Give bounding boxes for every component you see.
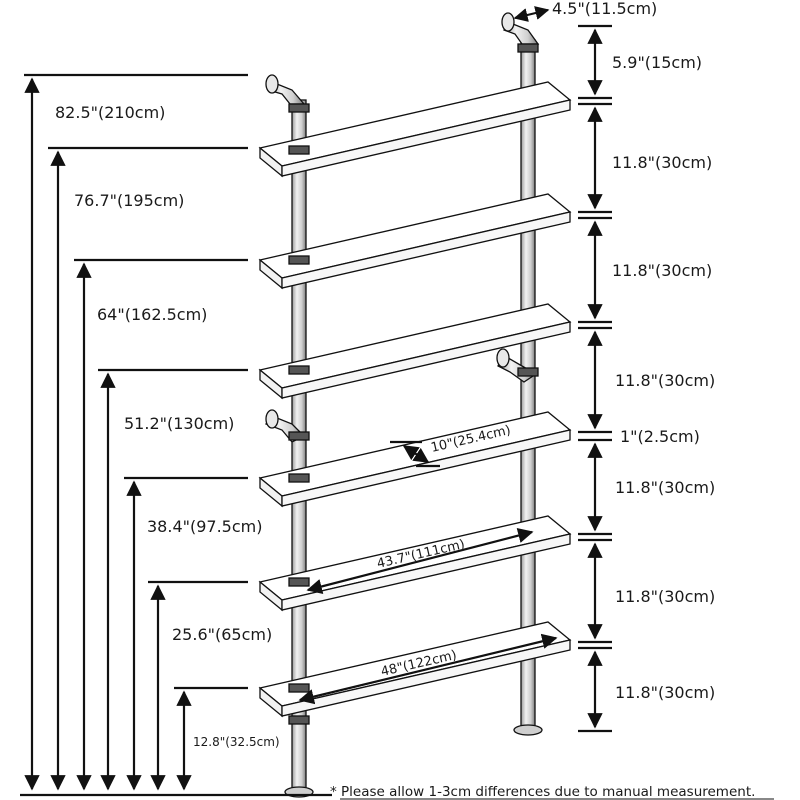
height-label-76-7: 76.7"(195cm) [74,191,184,210]
shelf-3 [258,303,572,400]
wall-bracket-top-back [501,12,540,53]
spacing-dimensions [578,24,612,733]
shelf-2 [258,193,572,290]
spacing-label-6: 11.8"(30cm) [615,683,715,702]
height-label-51-2: 51.2"(130cm) [124,414,234,433]
wall-offset-dimension [513,6,550,22]
height-dimensions [20,73,332,797]
wall-bracket-mid-front [264,409,310,443]
spacing-label-offset: 1"(2.5cm) [620,427,700,446]
shelf-rack [258,12,572,798]
shelf-depth-dimension [390,440,440,468]
spacing-label-5: 11.8"(30cm) [615,587,715,606]
inner-width-dimension [306,528,534,594]
measurement-note: * Please allow 1-3cm differences due to … [330,784,755,800]
spacing-label-2: 11.8"(30cm) [612,261,712,280]
height-label-25-6: 25.6"(65cm) [172,625,272,644]
height-label-38-4: 38.4"(97.5cm) [147,517,262,536]
spacing-label-1: 11.8"(30cm) [612,153,712,172]
height-label-64: 64"(162.5cm) [97,305,207,324]
spacing-label-3: 11.8"(30cm) [615,371,715,390]
height-label-12-8: 12.8"(32.5cm) [193,735,280,749]
height-label-82-5: 82.5"(210cm) [55,103,165,122]
wall-bracket-mid-back [496,348,539,383]
spacing-label-4: 11.8"(30cm) [615,478,715,497]
wall-bracket-top-front [265,74,310,113]
shelf-1 [258,81,572,178]
wall-offset-label: 4.5"(11.5cm) [552,0,657,18]
spacing-label-top: 5.9"(15cm) [612,53,702,72]
shelf-width-dimension [298,633,558,705]
floor-flange-back [513,724,543,736]
